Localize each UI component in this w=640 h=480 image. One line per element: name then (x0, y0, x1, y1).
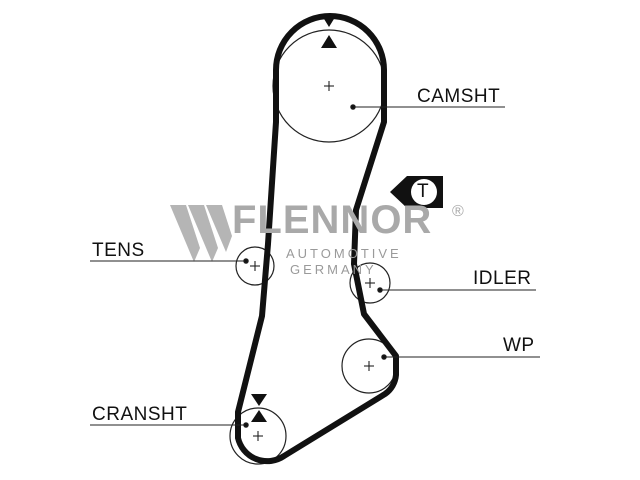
watermark-brand: FLENNOR (232, 198, 433, 242)
crankshaft-timing-mark-icon (251, 394, 267, 422)
label-camshaft: CAMSHT (417, 86, 501, 107)
idler-leader-dot (377, 287, 383, 293)
pulley-center-marks (250, 81, 375, 441)
tension-marker-label: T (417, 181, 430, 202)
watermark-subtitle-line1: AUTOMOTIVE (286, 246, 402, 261)
water-pump-leader-dot (381, 354, 387, 360)
label-water-pump: WP (503, 335, 535, 356)
tensioner-pulley (235, 246, 275, 286)
watermark-subtitle-line2: GERMANY (290, 262, 377, 277)
idler-pulley (349, 262, 391, 304)
watermark-logo-icon (170, 205, 232, 262)
label-crankshaft: CRANSHT (92, 404, 188, 425)
tensioner-leader-dot (243, 258, 249, 264)
crankshaft-pulley (229, 407, 287, 465)
crankshaft-leader-dot (243, 422, 249, 428)
label-tensioner: TENS (92, 240, 145, 261)
camshaft-timing-mark-icon (321, 14, 337, 48)
label-idler: IDLER (473, 268, 532, 289)
watermark-registered-mark: ® (452, 203, 464, 220)
camshaft-leader-dot (350, 104, 356, 110)
tension-marker-icon (390, 176, 443, 208)
timing-belt (235, 13, 399, 465)
